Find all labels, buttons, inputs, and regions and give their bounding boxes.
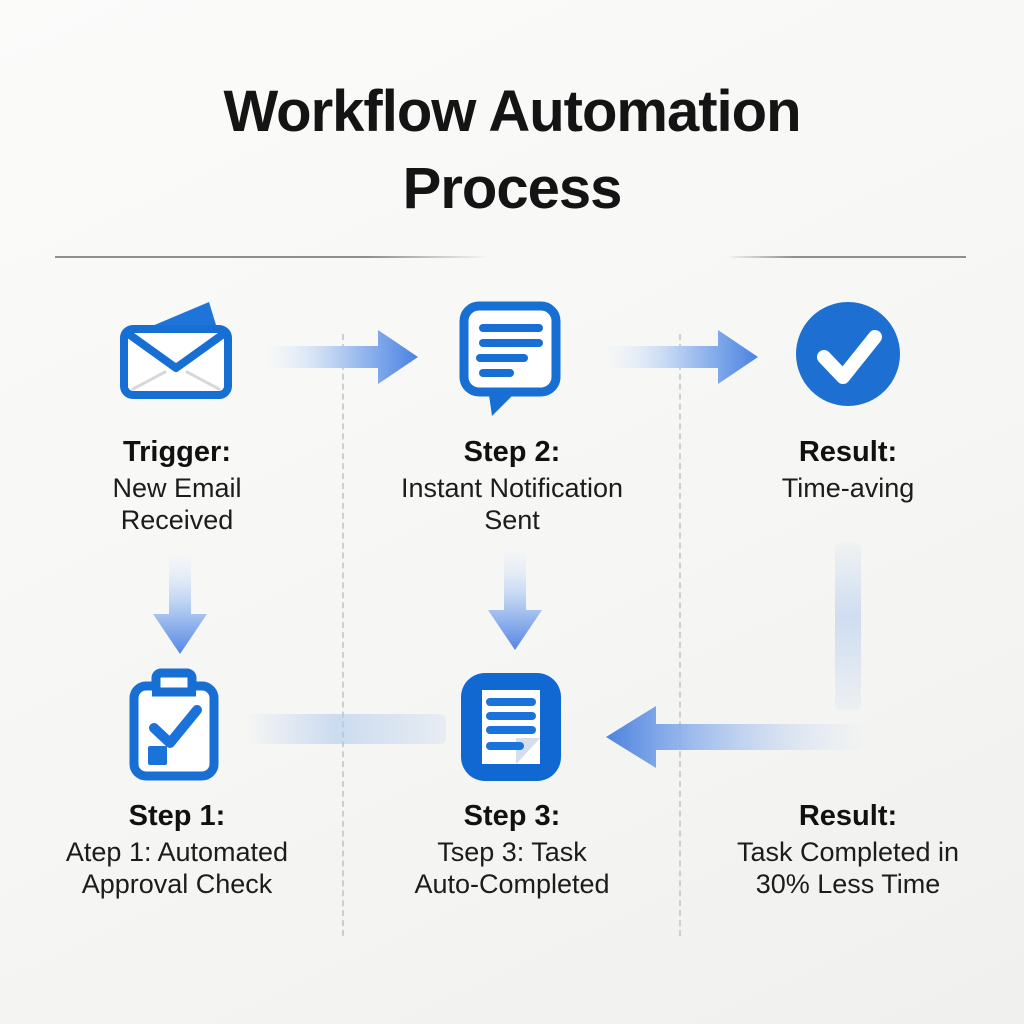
title-divider-right	[726, 256, 966, 258]
page-title: Workflow Automation Process	[0, 74, 1024, 227]
title-divider-left	[55, 256, 490, 258]
result-top-line-1: Time-aving	[781, 473, 915, 504]
page-title-line-2: Process	[402, 155, 623, 221]
arrow-down-icon-1	[147, 556, 213, 656]
result-bottom-label: Result: Task Completed in 30% Less Time	[698, 800, 998, 901]
trigger-label: Trigger: New Email Received	[27, 436, 327, 537]
arrow-right-icon-2	[608, 322, 760, 392]
trigger-heading: Trigger:	[123, 436, 231, 468]
column-separator-right	[679, 334, 681, 936]
faint-connector-vertical	[835, 542, 861, 710]
check-circle-icon	[794, 300, 902, 408]
step3-label: Step 3: Tsep 3: Task Auto-Completed	[362, 800, 662, 901]
step3-line-1: Tsep 3: Task	[437, 837, 587, 868]
column-separator-left	[342, 334, 344, 936]
step2-line-2: Sent	[484, 504, 540, 535]
arrow-left-icon	[598, 698, 864, 776]
step2-line-1: Instant Notification	[400, 473, 624, 504]
chat-bubble-icon	[458, 300, 562, 418]
result-bottom-line-2: 30% Less Time	[755, 868, 941, 899]
trigger-line-1: New Email	[112, 473, 242, 504]
arrow-right-icon-1	[268, 322, 420, 392]
arrow-down-icon-2	[482, 552, 548, 652]
document-icon	[460, 670, 562, 784]
result-bottom-heading: Result:	[798, 800, 898, 832]
email-icon	[115, 296, 237, 402]
step1-line-2: Approval Check	[81, 868, 273, 899]
trigger-line-2: Received	[120, 504, 234, 535]
page-title-line-1: Workflow Automation	[223, 79, 801, 144]
step1-heading: Step 1:	[128, 800, 226, 832]
step1-line-1: Atep 1: Automated	[65, 837, 289, 868]
step3-heading: Step 3:	[463, 800, 561, 832]
step3-line-2: Auto-Completed	[414, 868, 610, 899]
step1-label: Step 1: Atep 1: Automated Approval Check	[27, 800, 327, 901]
step2-label: Step 2: Instant Notification Sent	[362, 436, 662, 537]
result-top-label: Result: Time-aving	[698, 436, 998, 505]
result-top-heading: Result:	[798, 436, 898, 468]
faint-connector-horizontal	[246, 714, 446, 744]
clipboard-check-icon	[126, 666, 222, 782]
result-bottom-line-1: Task Completed in	[736, 837, 960, 868]
step2-heading: Step 2:	[463, 436, 561, 468]
